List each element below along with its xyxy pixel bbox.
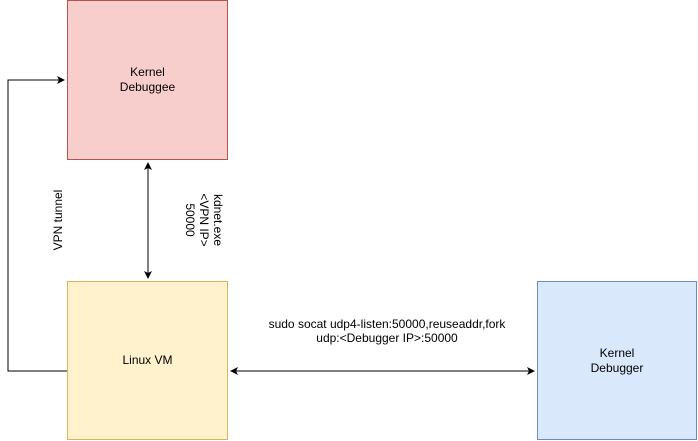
linux-vm-label: Linux VM xyxy=(122,353,173,367)
socat-command-label: sudo socat udp4-listen:50000,reuseaddr,f… xyxy=(268,317,506,345)
kernel-debugger-node[interactable]: Kernel Debugger xyxy=(537,281,697,440)
linux-vm-node[interactable]: Linux VM xyxy=(67,281,228,440)
kernel-debugger-label: Kernel Debugger xyxy=(590,345,644,375)
kernel-debuggee-node[interactable]: Kernel Debuggee xyxy=(67,0,228,160)
vpn-tunnel-connector xyxy=(7,76,67,372)
kernel-debuggee-label: Kernel Debuggee xyxy=(119,65,176,94)
vpn-tunnel-label: VPN tunnel xyxy=(51,189,65,251)
kdnet-label: kdnet.exe <VPN IP> 50000 xyxy=(183,193,225,247)
